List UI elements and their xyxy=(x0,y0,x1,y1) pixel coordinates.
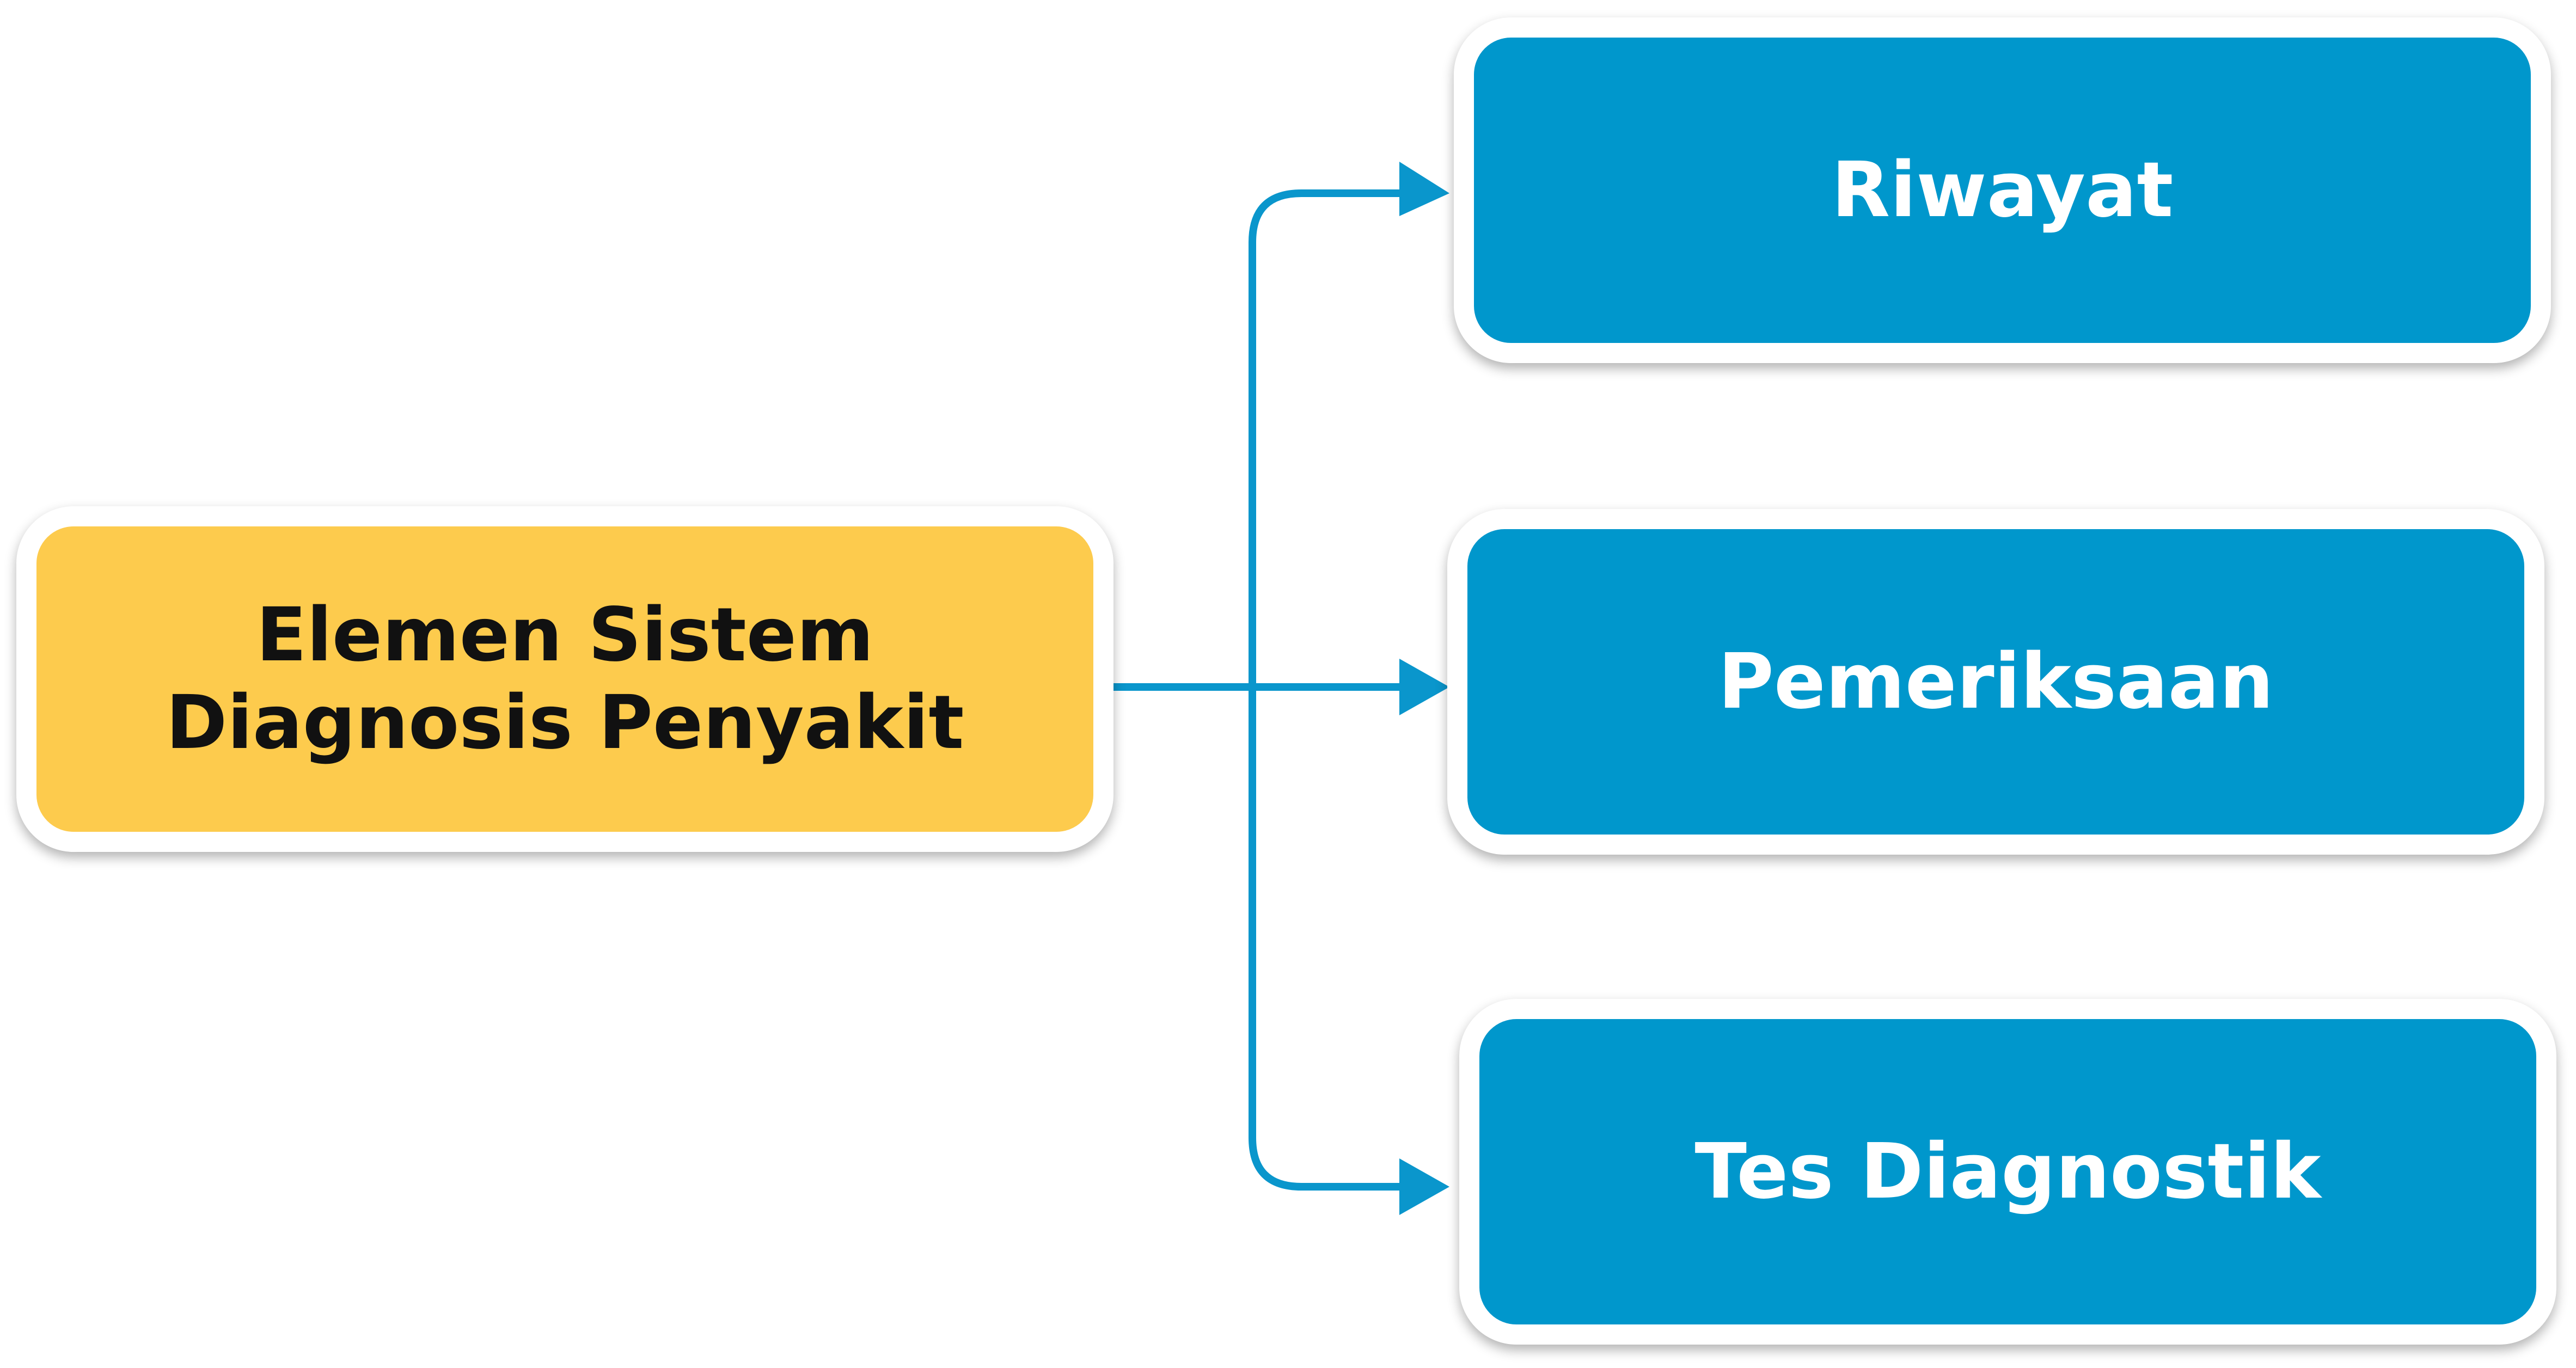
child-label-pemeriksaan: Pemeriksaan xyxy=(1718,637,2274,726)
child-label-riwayat: Riwayat xyxy=(1831,145,2174,235)
arrowhead-tes-diagnostik xyxy=(1399,1158,1449,1215)
arrowhead-pemeriksaan xyxy=(1399,659,1449,715)
root-node: Elemen Sistem Diagnosis Penyakit xyxy=(16,506,1113,852)
child-node-pemeriksaan: Pemeriksaan xyxy=(1447,509,2544,855)
root-label: Elemen Sistem Diagnosis Penyakit xyxy=(166,592,964,766)
root-label-line2: Diagnosis Penyakit xyxy=(166,679,964,766)
connector-trunk-to-tes-diagnostik xyxy=(1249,687,1410,1191)
child-node-riwayat: Riwayat xyxy=(1454,17,2551,363)
child-node-tes-diagnostik: Tes Diagnostik xyxy=(1459,999,2556,1345)
child-label-tes-diagnostik: Tes Diagnostik xyxy=(1694,1127,2321,1216)
arrowhead-riwayat xyxy=(1399,162,1449,216)
root-label-line1: Elemen Sistem xyxy=(256,592,874,679)
connector-trunk-to-riwayat xyxy=(1249,189,1410,687)
